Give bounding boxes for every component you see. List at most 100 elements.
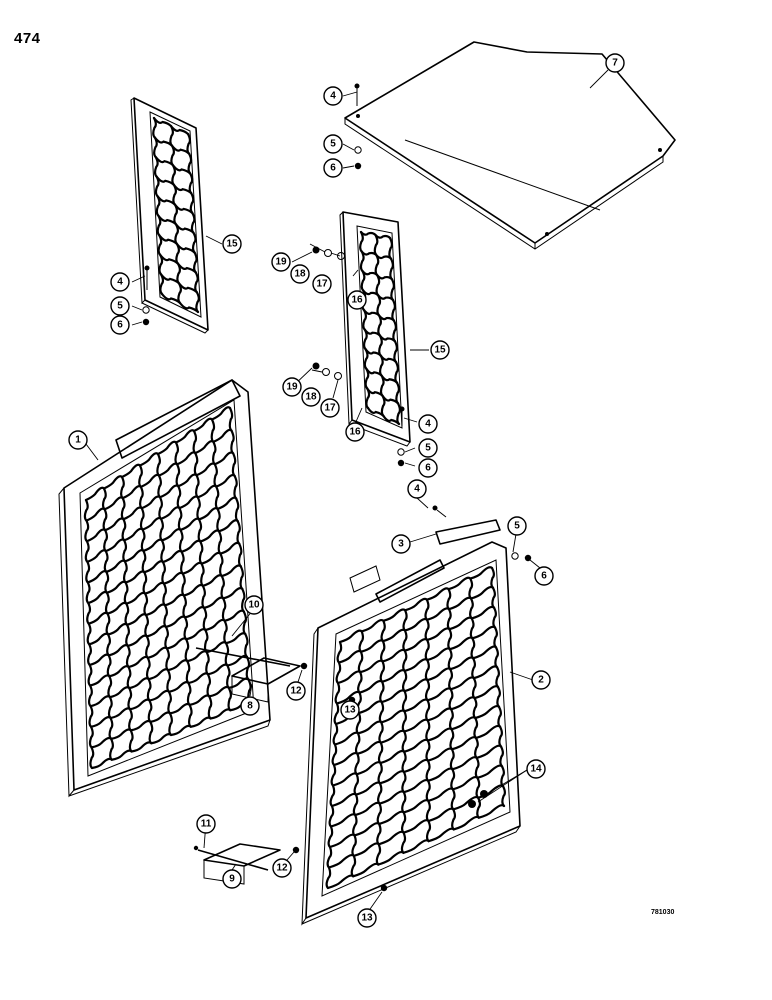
mesh-wire: [363, 309, 396, 322]
callout-16: 16: [345, 422, 365, 442]
mesh-wire: [160, 292, 200, 314]
callout-13: 13: [340, 700, 360, 720]
mesh-wire: [89, 654, 249, 728]
callout-18: 18: [301, 387, 321, 407]
callout-17: 17: [320, 398, 340, 418]
callout-5: 5: [323, 134, 343, 154]
mesh-wire: [331, 704, 501, 787]
mesh-wire: [337, 585, 495, 664]
svg-text:11: 11: [201, 819, 212, 830]
callout-6: 6: [110, 315, 130, 335]
leader-lines: [85, 69, 609, 913]
mesh-wire: [120, 475, 134, 753]
mesh-wire: [335, 625, 497, 705]
mesh-upper-left: [152, 116, 200, 314]
svg-text:8: 8: [247, 701, 253, 712]
mesh-wire: [138, 464, 154, 745]
svg-text:4: 4: [330, 91, 336, 102]
callout-7: 7: [605, 53, 625, 73]
svg-text:12: 12: [290, 686, 302, 697]
svg-text:4: 4: [425, 419, 431, 430]
callout-16: 16: [347, 290, 367, 310]
mesh-wire: [169, 124, 182, 305]
mesh-wire: [326, 804, 506, 890]
svg-text:15: 15: [434, 345, 446, 356]
mesh-wire: [333, 665, 499, 746]
mesh-wire: [365, 367, 399, 384]
mesh-left-large: [83, 406, 252, 770]
svg-text:10: 10: [248, 600, 260, 611]
mesh-wire: [360, 250, 393, 260]
mesh-wire: [366, 406, 401, 426]
callout-6: 6: [418, 458, 438, 478]
svg-text:4: 4: [414, 484, 420, 495]
svg-text:3: 3: [398, 539, 404, 550]
mesh-wire: [359, 230, 392, 240]
callout-6: 6: [534, 566, 554, 586]
callout-17: 17: [312, 274, 332, 294]
callout-11: 11: [196, 814, 216, 834]
mesh-wire: [174, 441, 193, 728]
mesh-wire: [158, 234, 196, 254]
top-cover-plate: [344, 41, 676, 250]
svg-text:18: 18: [294, 269, 306, 280]
svg-text:5: 5: [330, 139, 336, 150]
mesh-wire: [87, 519, 239, 605]
mesh-wire: [210, 418, 232, 712]
callout-6: 6: [323, 158, 343, 178]
mounting-brackets: [349, 519, 501, 603]
page-number: 474: [14, 30, 41, 47]
callout-5: 5: [110, 296, 130, 316]
mesh-wire: [154, 156, 192, 175]
mesh-wire: [101, 487, 114, 761]
mesh-wire: [153, 136, 191, 155]
svg-text:16: 16: [351, 295, 363, 306]
mesh-wire: [90, 700, 252, 770]
upper-left-side-screen: [130, 97, 209, 334]
svg-text:15: 15: [226, 239, 238, 250]
callout-14: 14: [526, 759, 546, 779]
svg-text:12: 12: [276, 863, 288, 874]
svg-text:7: 7: [612, 58, 618, 69]
callout-5: 5: [507, 516, 527, 536]
mesh-wire: [90, 677, 250, 749]
mesh-wire: [359, 230, 371, 410]
svg-text:9: 9: [229, 874, 235, 885]
mesh-wire: [85, 451, 235, 543]
mesh-right-large: [325, 566, 506, 890]
svg-text:18: 18: [305, 392, 317, 403]
mesh-wire: [152, 116, 190, 136]
mesh-wire: [327, 784, 505, 869]
svg-text:6: 6: [330, 163, 336, 174]
svg-text:17: 17: [316, 279, 328, 290]
mesh-wire: [362, 289, 395, 302]
svg-text:2: 2: [538, 675, 544, 686]
mesh-wire: [328, 764, 504, 849]
mesh-wire: [152, 116, 165, 296]
upper-right-side-screen: [339, 211, 411, 447]
callout-8: 8: [240, 696, 260, 716]
mesh-wire: [366, 387, 400, 405]
svg-text:13: 13: [361, 913, 373, 924]
callout-15: 15: [430, 340, 450, 360]
svg-text:1: 1: [75, 435, 81, 446]
mesh-wire: [338, 566, 494, 644]
mesh-wire: [89, 632, 247, 708]
mesh-wire: [88, 564, 242, 646]
mesh-wire: [336, 605, 496, 685]
callout-10: 10: [244, 595, 264, 615]
mesh-wire: [363, 328, 397, 343]
callout-1: 1: [68, 430, 88, 450]
callout-12: 12: [272, 858, 292, 878]
svg-text:17: 17: [324, 403, 336, 414]
mesh-wire: [155, 175, 193, 195]
right-large-screen: [301, 541, 521, 926]
callout-3: 3: [391, 534, 411, 554]
callout-9: 9: [222, 869, 242, 889]
svg-text:4: 4: [117, 277, 123, 288]
mesh-wire: [84, 406, 232, 502]
mesh-wire: [228, 406, 252, 704]
mesh-wire: [330, 724, 502, 808]
mesh-wire: [373, 233, 386, 418]
